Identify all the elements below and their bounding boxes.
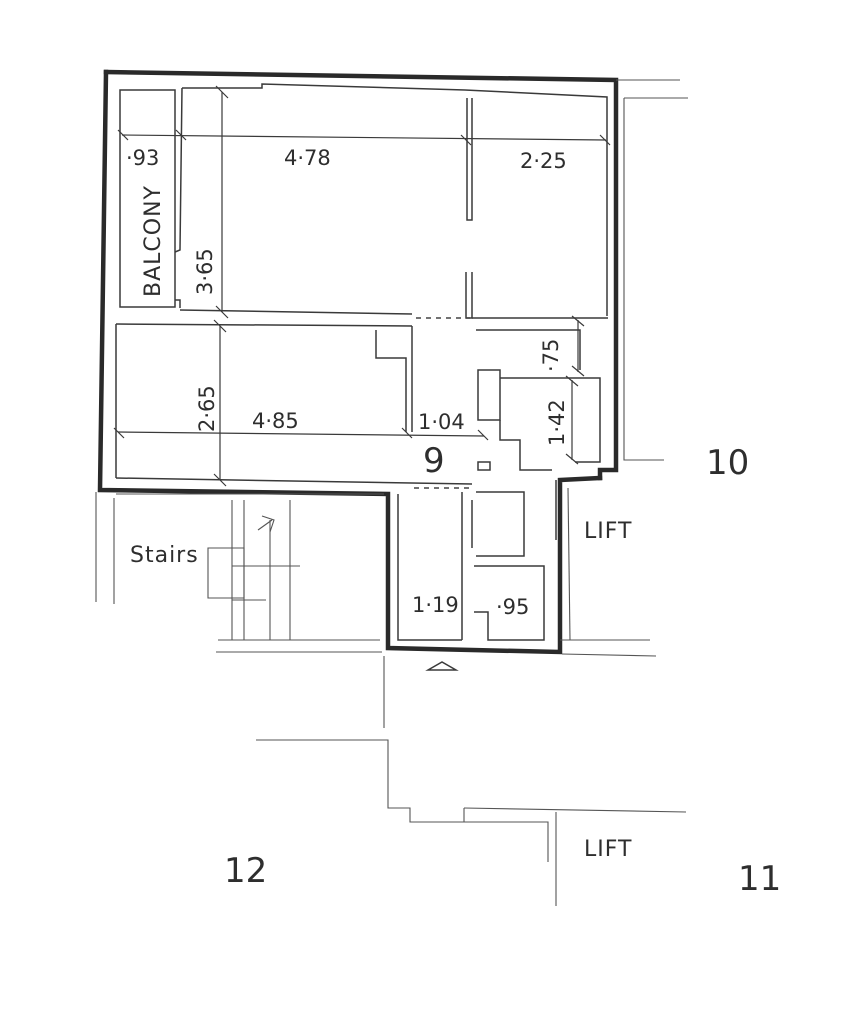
unit-9-outer-walls xyxy=(97,69,619,655)
dim-room-depth-b: 2·65 xyxy=(195,385,219,432)
dim-room-width-b: 2·25 xyxy=(520,149,567,173)
dimension-labels: ·93 4·78 2·25 3·65 2·65 4·85 1·04 ·75 1·… xyxy=(126,146,569,619)
unit-12-label: 12 xyxy=(224,851,267,891)
balcony-label: BALCONY xyxy=(141,185,166,297)
stairs-label: Stairs xyxy=(130,543,199,568)
dim-room-width-c: 4·85 xyxy=(252,409,299,433)
unit-11-label: 11 xyxy=(738,859,781,899)
dim-hall-width: 1·04 xyxy=(418,410,465,434)
dim-room-depth-a: 3·65 xyxy=(193,248,217,295)
context-lines xyxy=(95,79,688,906)
lift-label-upper: LIFT xyxy=(584,519,632,544)
dim-room-width-a: 4·78 xyxy=(284,146,331,170)
room-labels: BALCONY Stairs LIFT LIFT xyxy=(130,185,632,862)
dim-store-depth: 1·42 xyxy=(545,399,569,446)
unit-9-label: 9 xyxy=(423,441,445,481)
dimension-lines xyxy=(113,85,611,487)
unit-10-label: 10 xyxy=(706,443,749,483)
dim-balcony-width: ·93 xyxy=(126,146,159,170)
unit-labels: 9 10 11 12 xyxy=(224,441,781,899)
dim-entry-width: 1·19 xyxy=(412,593,459,617)
dim-small-depth: ·75 xyxy=(539,339,563,372)
dim-closet-width: ·95 xyxy=(496,595,529,619)
lift-label-lower: LIFT xyxy=(584,837,632,862)
interior-walls xyxy=(115,83,608,641)
